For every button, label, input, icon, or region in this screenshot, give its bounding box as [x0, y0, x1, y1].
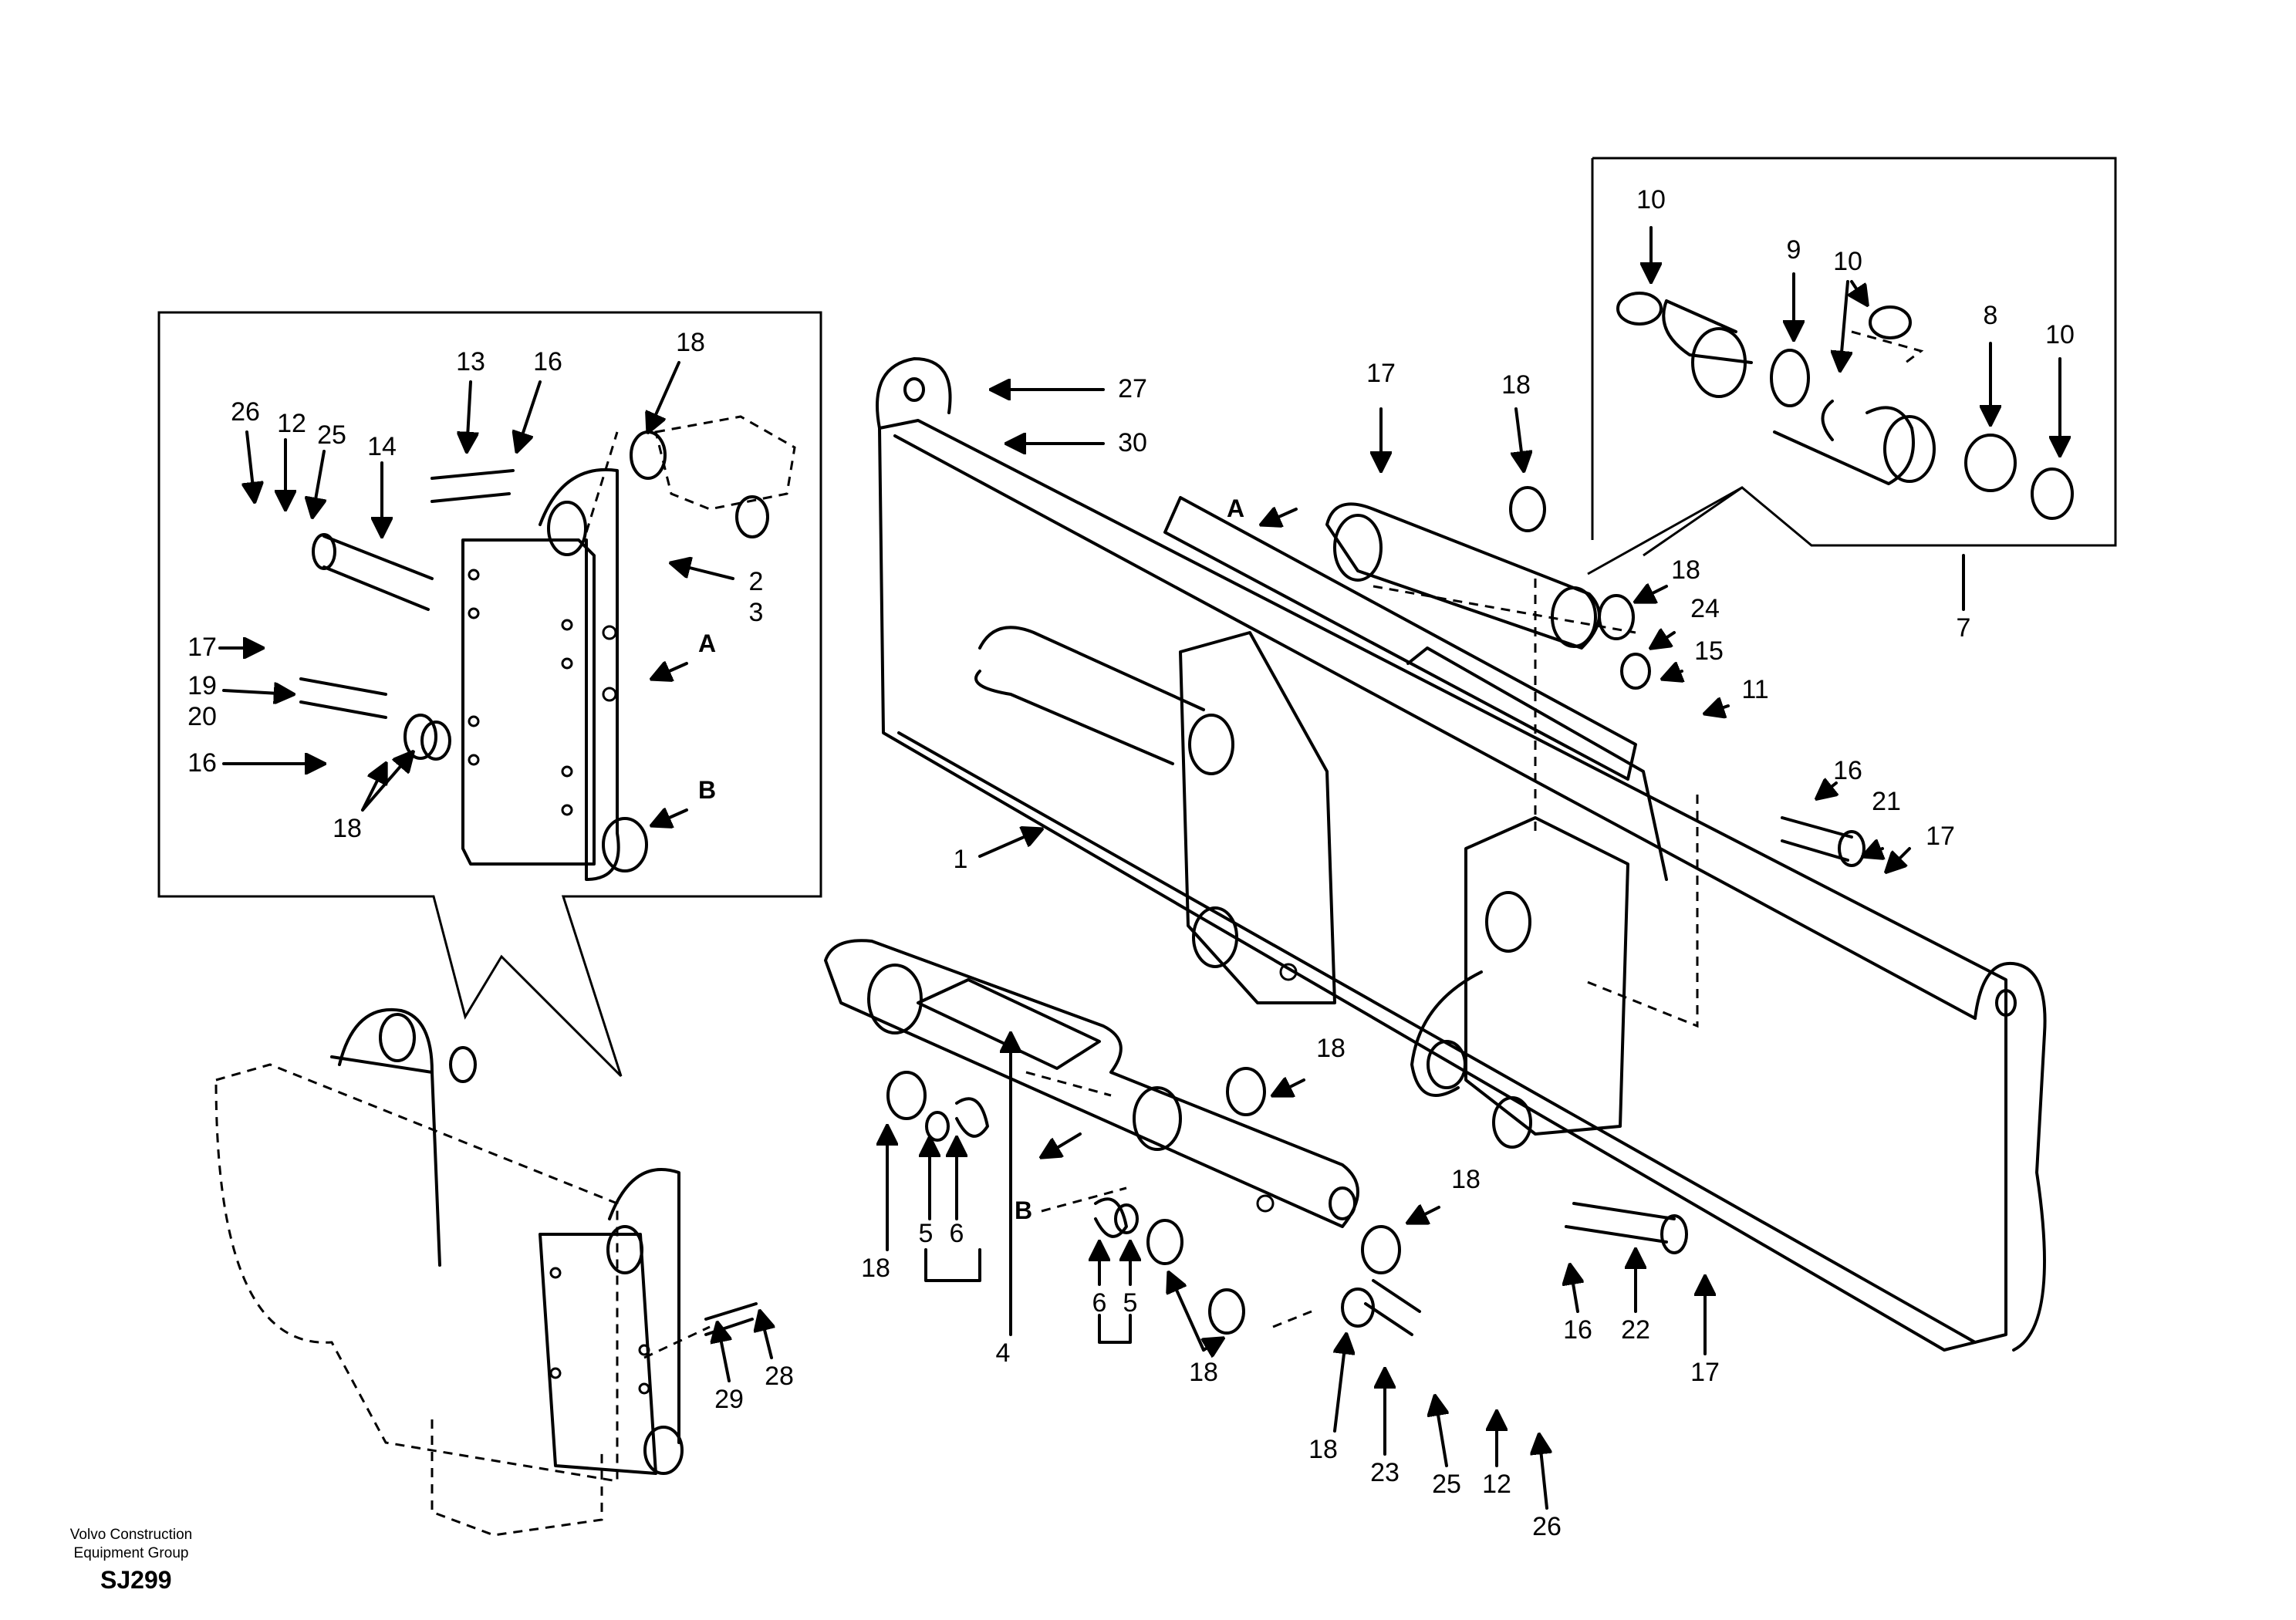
callout-26: 26: [1532, 1512, 1562, 1541]
callout-13: 13: [456, 347, 485, 376]
callout-11: 11: [1741, 675, 1768, 704]
callout-23: 23: [1370, 1458, 1400, 1487]
callout-18: 18: [1308, 1435, 1338, 1464]
callout-14: 14: [367, 432, 397, 461]
callout-17: 17: [187, 633, 217, 662]
view-marker-a-main: A: [1227, 494, 1244, 522]
mounting-bracket-detail-box: [157, 311, 822, 1078]
view-marker-b-detail: B: [698, 776, 716, 804]
leader-lines: [218, 226, 2060, 1510]
callout-18: 18: [1451, 1165, 1481, 1194]
dozer-blade: [876, 357, 2047, 1352]
callout-18: 18: [1189, 1358, 1218, 1387]
loose-parts: [886, 486, 1866, 1336]
callout-18: 18: [333, 814, 362, 843]
callout-22: 22: [1621, 1315, 1650, 1345]
callout-24: 24: [1690, 594, 1720, 623]
callout-labels: 27 30 17 18 18 24 15 11 7 10 9 10 8 10 1…: [187, 185, 2075, 1541]
callout-12: 12: [277, 409, 306, 438]
callout-17: 17: [1690, 1358, 1720, 1387]
callout-16: 16: [1563, 1315, 1592, 1345]
callout-15: 15: [1694, 636, 1724, 666]
callout-9: 9: [1787, 235, 1801, 265]
callout-10: 10: [1833, 247, 1862, 276]
upper-link: [1325, 502, 1636, 650]
callout-18: 18: [1671, 555, 1700, 585]
callout-30: 30: [1118, 428, 1147, 457]
callout-26: 26: [231, 397, 260, 427]
view-marker-b-main: B: [1015, 1196, 1032, 1224]
callout-10: 10: [1636, 185, 1666, 214]
view-arrows: [652, 509, 1298, 1157]
callout-8: 8: [1984, 301, 1998, 330]
view-marker-a-detail: A: [698, 629, 716, 657]
callout-18: 18: [861, 1254, 890, 1283]
callout-17: 17: [1366, 359, 1396, 388]
callout-18: 18: [676, 328, 705, 357]
publisher-line-1: Volvo Construction: [69, 1527, 193, 1543]
callout-27: 27: [1118, 374, 1147, 403]
callout-16: 16: [187, 748, 217, 778]
callout-10: 10: [2045, 320, 2075, 349]
callout-3: 3: [749, 598, 764, 627]
callout-28: 28: [765, 1362, 794, 1391]
callout-5: 5: [919, 1219, 934, 1248]
push-arm: [824, 939, 1359, 1228]
publisher-line-2: Equipment Group: [73, 1545, 189, 1561]
callout-19: 19: [187, 671, 217, 700]
drawing-id: SJ299: [100, 1566, 172, 1594]
callout-6: 6: [950, 1219, 964, 1248]
bushing-kit-detail-box: [1587, 157, 2117, 575]
callout-4: 4: [996, 1338, 1011, 1368]
callout-29: 29: [714, 1385, 744, 1414]
callout-5: 5: [1123, 1288, 1138, 1318]
callout-6: 6: [1092, 1288, 1107, 1318]
publisher-block: Volvo Construction Equipment Group: [31, 1526, 231, 1563]
callout-25: 25: [317, 420, 346, 450]
callout-21: 21: [1872, 787, 1901, 816]
callout-25: 25: [1432, 1470, 1461, 1499]
frame-assembly: [214, 1007, 758, 1537]
callout-12: 12: [1482, 1470, 1511, 1499]
callout-18: 18: [1501, 370, 1531, 400]
callout-20: 20: [187, 702, 217, 731]
callout-2: 2: [749, 567, 764, 596]
callout-1: 1: [954, 845, 968, 874]
callout-17: 17: [1926, 822, 1955, 851]
callout-7: 7: [1957, 613, 1971, 643]
callout-18: 18: [1316, 1034, 1346, 1063]
callout-16: 16: [533, 347, 562, 376]
callout-16: 16: [1833, 756, 1862, 785]
